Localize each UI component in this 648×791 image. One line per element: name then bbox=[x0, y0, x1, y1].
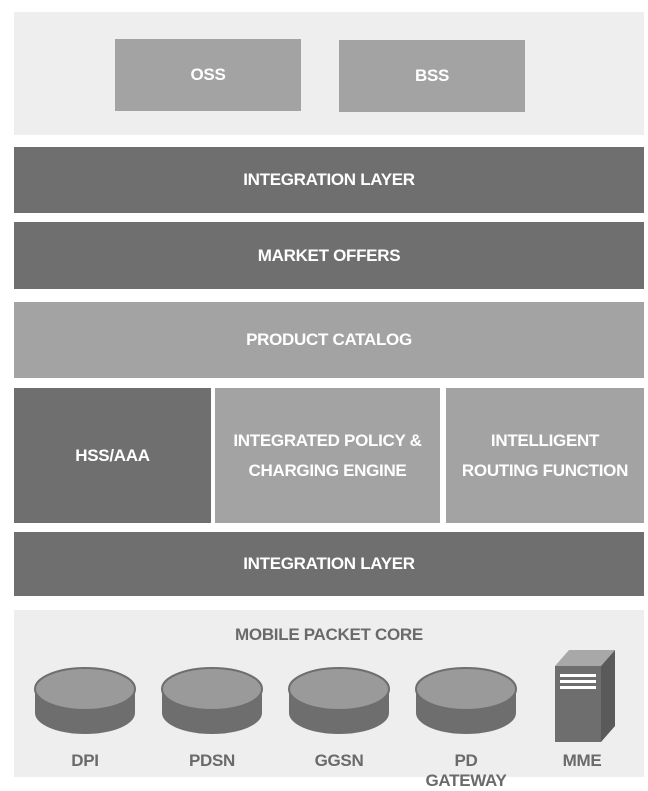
database-cylinder-icon bbox=[288, 667, 390, 734]
market-offers-layer: MARKET OFFERS bbox=[14, 222, 644, 289]
hss-aaa-block: HSS/AAA bbox=[14, 388, 211, 523]
device-label: MME bbox=[562, 751, 602, 770]
device-label: GGSN bbox=[314, 751, 364, 770]
database-cylinder-icon bbox=[161, 667, 263, 734]
product-catalog-layer: PRODUCT CATALOG bbox=[14, 302, 644, 378]
routing-function-label: INTELLIGENT ROUTING FUNCTION bbox=[461, 430, 629, 480]
integration-layer-top-label: INTEGRATION LAYER bbox=[243, 170, 415, 189]
oss-box: OSS bbox=[115, 39, 301, 111]
device-label: PDSN bbox=[188, 751, 236, 770]
database-cylinder-icon bbox=[415, 667, 517, 734]
device-dpi: DPI bbox=[33, 665, 137, 777]
bss-label: BSS bbox=[414, 66, 450, 85]
market-offers-label: MARKET OFFERS bbox=[257, 245, 401, 265]
device-mme: MME bbox=[540, 648, 624, 777]
device-ggsn: GGSN bbox=[287, 665, 391, 777]
integration-layer-bottom: INTEGRATION LAYER bbox=[14, 532, 644, 596]
integration-layer-bottom-label: INTEGRATION LAYER bbox=[243, 554, 415, 573]
device-pd-gateway: PD GATEWAY bbox=[414, 665, 518, 790]
policy-charging-label: INTEGRATED POLICY & CHARGING ENGINE bbox=[233, 430, 422, 480]
oss-label: OSS bbox=[190, 65, 226, 84]
hss-aaa-label: HSS/AAA bbox=[75, 445, 150, 465]
routing-function-block: INTELLIGENT ROUTING FUNCTION bbox=[446, 388, 644, 523]
mobile-packet-core-title: MOBILE PACKET CORE bbox=[235, 625, 423, 644]
integration-layer-top: INTEGRATION LAYER bbox=[14, 147, 644, 213]
policy-charging-block: INTEGRATED POLICY & CHARGING ENGINE bbox=[215, 388, 440, 523]
top-panel bbox=[14, 12, 644, 135]
device-pdsn: PDSN bbox=[160, 665, 264, 777]
product-catalog-label: PRODUCT CATALOG bbox=[246, 330, 412, 349]
bss-box: BSS bbox=[339, 40, 525, 112]
database-cylinder-icon bbox=[34, 667, 136, 734]
device-label: PD GATEWAY bbox=[425, 751, 507, 790]
device-label: DPI bbox=[71, 751, 99, 770]
server-tower-icon bbox=[555, 650, 615, 742]
